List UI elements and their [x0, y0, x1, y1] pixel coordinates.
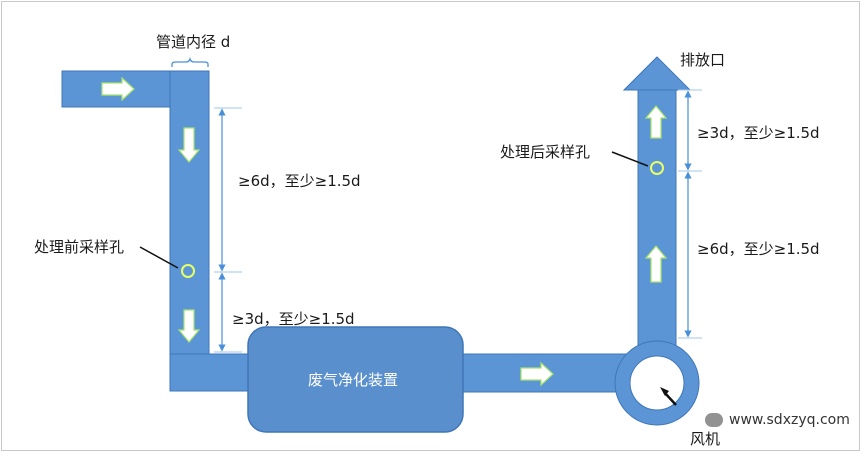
pre-sample-label: 处理前采样孔: [34, 238, 125, 256]
flow-arrow-icon: [644, 105, 668, 139]
distance-pre-lower: ≥3d，至少≥1.5d: [232, 310, 355, 328]
device-label: 废气净化装置: [308, 371, 399, 389]
watermark: www.sdxzyq.com: [705, 412, 850, 428]
pipe-diameter-label: 管道内径 d: [156, 33, 231, 51]
flow-arrow-icon: [177, 309, 201, 343]
flow-arrow-icon: [101, 76, 135, 102]
dimension-arrow-icon: [678, 171, 702, 339]
dimension-arrow-icon: [214, 107, 242, 273]
fan-icon: [614, 340, 700, 426]
watermark-logo-icon: [705, 413, 723, 427]
distance-post-upper: ≥3d，至少≥1.5d: [697, 124, 820, 142]
watermark-text: www.sdxzyq.com: [729, 412, 850, 428]
diameter-brace: [171, 56, 209, 67]
post-sample-pointer: [611, 151, 649, 167]
fan-label: 风机: [690, 430, 721, 448]
left-vertical-pipe: [169, 70, 210, 392]
flow-arrow-icon: [644, 245, 668, 283]
dimension-arrow-icon: [678, 89, 702, 172]
distance-pre-upper: ≥6d，至少≥1.5d: [238, 172, 361, 190]
flow-arrow-icon: [177, 127, 201, 163]
sample-port-icon: [181, 264, 195, 278]
post-sample-label: 处理后采样孔: [500, 143, 591, 161]
purification-device: [247, 326, 464, 433]
dimension-arrow-icon: [214, 272, 242, 353]
outlet-arrow-icon: [622, 56, 692, 91]
distance-post-lower: ≥6d，至少≥1.5d: [697, 240, 820, 258]
outlet-label: 排放口: [680, 51, 726, 69]
sample-port-icon: [650, 161, 664, 175]
pre-sample-pointer: [139, 246, 179, 269]
flow-arrow-icon: [520, 361, 554, 387]
